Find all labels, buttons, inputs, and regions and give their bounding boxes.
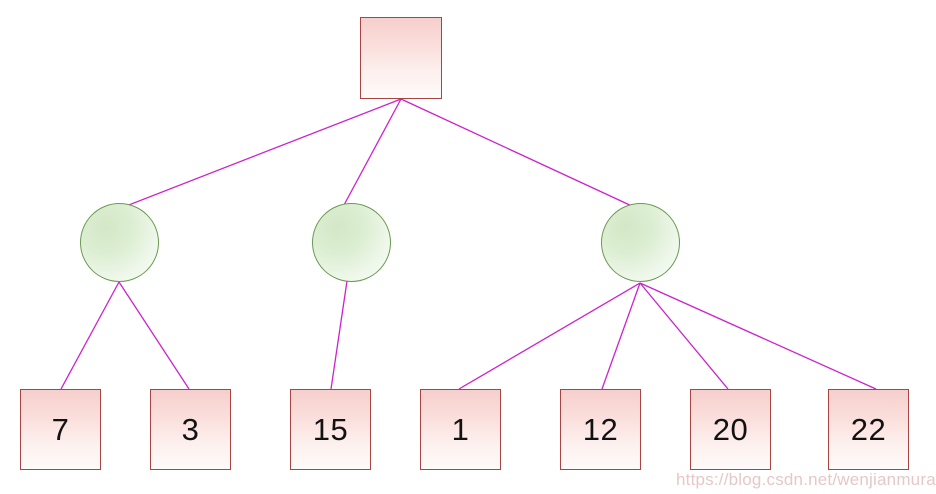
tree-edge-mid3-to-leaf22 bbox=[639, 282, 877, 390]
tree-edge-mid3-to-leaf20 bbox=[639, 282, 729, 390]
tree-node-leaf15[interactable]: 15 bbox=[290, 389, 371, 470]
tree-node-label-leaf1: 1 bbox=[451, 412, 470, 447]
tree-node-root[interactable] bbox=[360, 17, 442, 99]
tree-node-label-leaf12: 12 bbox=[582, 412, 619, 447]
tree-node-label-leaf20: 20 bbox=[712, 412, 749, 447]
tree-edge-mid1-to-leaf7 bbox=[60, 281, 120, 390]
tree-node-leaf22[interactable]: 22 bbox=[828, 389, 909, 470]
tree-edge-mid1-to-leaf3 bbox=[118, 281, 190, 390]
tree-node-leaf1[interactable]: 1 bbox=[420, 389, 501, 470]
tree-node-label-leaf7: 7 bbox=[51, 412, 70, 447]
tree-edge-mid2-to-leaf15 bbox=[330, 280, 348, 390]
tree-node-leaf7[interactable]: 7 bbox=[20, 389, 101, 470]
tree-node-mid1[interactable] bbox=[80, 203, 159, 282]
tree-node-leaf20[interactable]: 20 bbox=[690, 389, 771, 470]
tree-node-leaf12[interactable]: 12 bbox=[560, 389, 641, 470]
tree-node-label-leaf3: 3 bbox=[181, 412, 200, 447]
tree-edge-mid3-to-leaf12 bbox=[601, 282, 641, 390]
tree-edge-mid3-to-leaf1 bbox=[458, 282, 641, 390]
tree-node-label-leaf22: 22 bbox=[850, 412, 887, 447]
tree-node-label-leaf15: 15 bbox=[312, 412, 349, 447]
tree-edge-root-to-mid2 bbox=[343, 98, 402, 206]
csdn-watermark: https://blog.csdn.net/wenjianmuran bbox=[676, 470, 936, 489]
tree-edge-root-to-mid1 bbox=[120, 98, 402, 209]
tree-edge-root-to-mid3 bbox=[400, 98, 635, 208]
tree-node-mid2[interactable] bbox=[312, 203, 391, 282]
tree-node-leaf3[interactable]: 3 bbox=[150, 389, 231, 470]
tree-node-mid3[interactable] bbox=[601, 203, 680, 282]
